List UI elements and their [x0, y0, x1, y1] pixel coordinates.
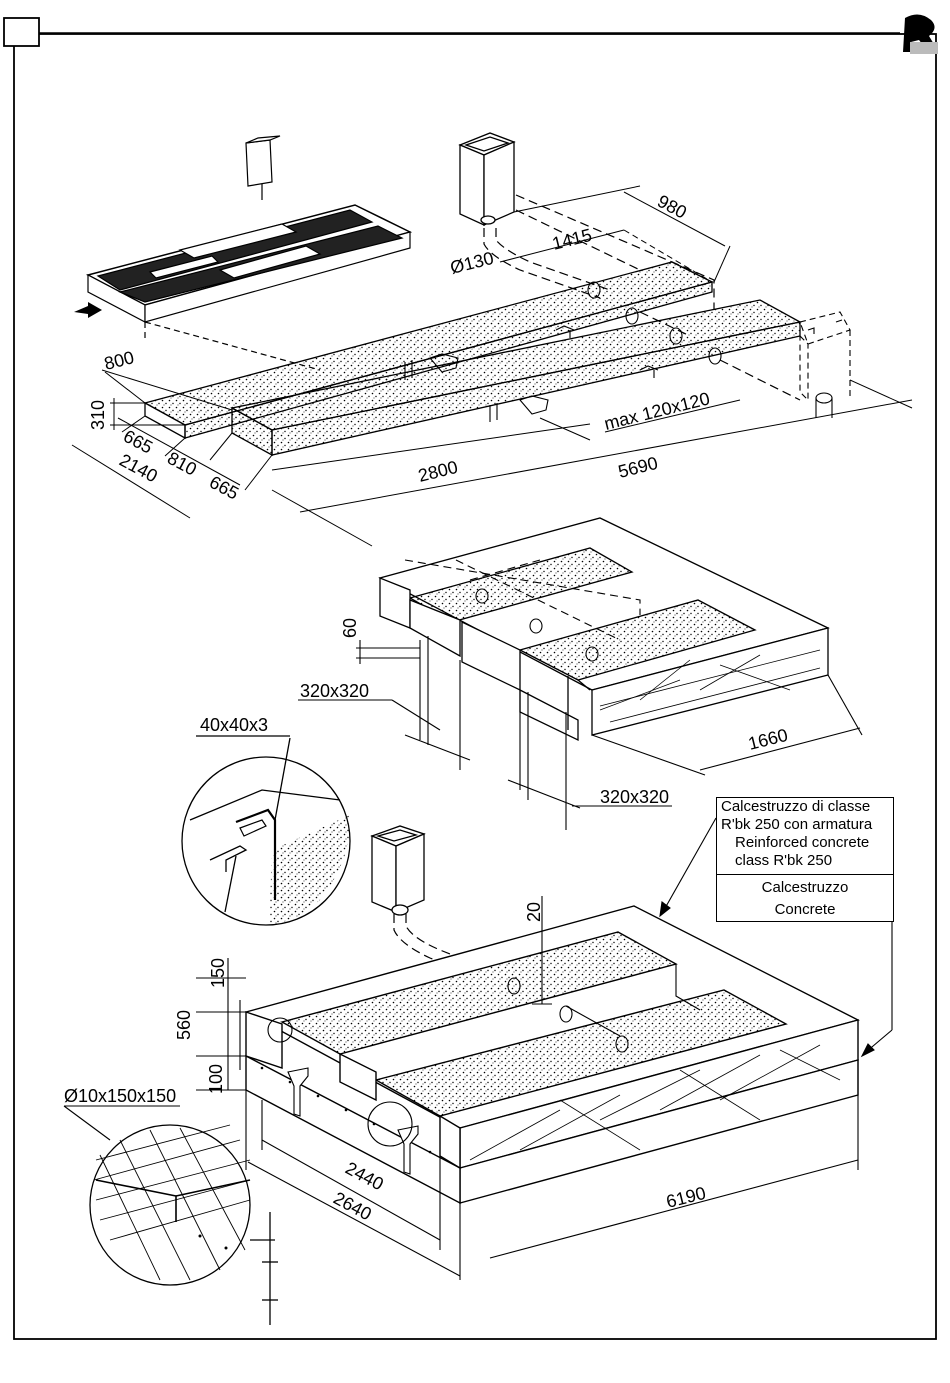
dim-max: max 120x120	[602, 388, 712, 434]
dim-100: 100	[206, 1064, 226, 1094]
middle-foundation	[380, 518, 828, 740]
dim-1660: 1660	[746, 725, 790, 754]
dim-800: 800	[102, 347, 136, 374]
legend-reinforced-it-1: Calcestruzzo di classe	[717, 798, 893, 816]
dim-20: 20	[524, 902, 544, 922]
dim-130: Ø130	[448, 248, 496, 278]
dim-5690: 5690	[616, 453, 660, 482]
detail-circle-profile	[182, 736, 350, 925]
legend-reinforced-it-2: R'bk 250 con armatura	[717, 816, 893, 834]
legend-reinforced-en-2: class R'bk 250	[717, 852, 893, 870]
bottom-power-unit	[372, 826, 424, 915]
legend-plain-it: Calcestruzzo	[717, 879, 893, 897]
dim-mesh: Ø10x150x150	[64, 1086, 176, 1106]
dim-320-a: 320x320	[300, 681, 369, 701]
dim-810: 810	[164, 448, 200, 480]
dim-40: 40x40x3	[200, 715, 268, 735]
dim-2640: 2640	[330, 1188, 375, 1224]
dim-665-b: 665	[206, 472, 242, 504]
dim-6190: 6190	[664, 1183, 708, 1212]
detail-circle-mesh	[90, 1125, 278, 1325]
dim-560: 560	[174, 1010, 194, 1040]
dim-2800: 2800	[416, 457, 460, 486]
legend-reinforced-en-1: Reinforced concrete	[717, 834, 893, 852]
legend-plain-en: Concrete	[717, 901, 893, 919]
concrete-legend: Calcestruzzo di classe R'bk 250 con arma…	[716, 797, 894, 922]
top-frame-assembly	[88, 136, 410, 370]
dim-60: 60	[340, 618, 360, 638]
dim-310: 310	[88, 400, 108, 430]
power-unit-box	[460, 133, 514, 225]
bottom-foundation	[246, 906, 858, 1203]
dim-980: 980	[654, 191, 690, 223]
dim-150: 150	[208, 958, 228, 988]
arrow-icon	[74, 302, 102, 318]
dim-2140: 2140	[116, 450, 161, 486]
legend-reinforced: Calcestruzzo di classe R'bk 250 con arma…	[717, 798, 893, 875]
legend-plain: Calcestruzzo Concrete	[717, 875, 893, 921]
dim-320-b: 320x320	[600, 787, 669, 807]
